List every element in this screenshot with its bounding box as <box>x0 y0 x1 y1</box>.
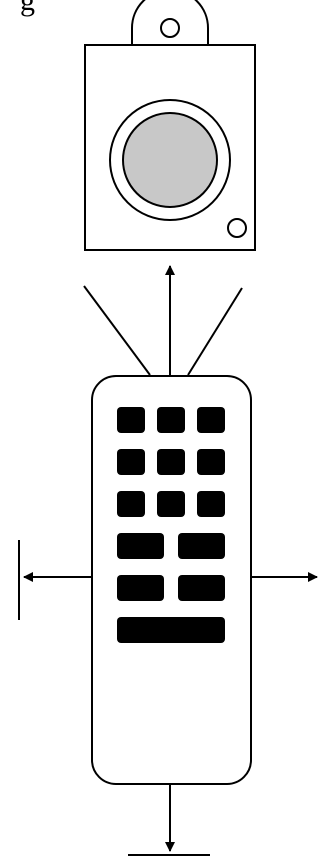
remote-control <box>91 375 252 785</box>
remote-wide-key <box>117 617 225 643</box>
remote-key <box>178 575 225 601</box>
remote-key <box>117 449 145 475</box>
remote-key <box>197 491 225 517</box>
remote-key <box>197 449 225 475</box>
ir-signal-lines <box>83 265 243 376</box>
signal-line-right <box>187 287 243 376</box>
remote-key <box>117 575 164 601</box>
remote-key <box>197 407 225 433</box>
signal-line-left <box>83 285 151 376</box>
top-text-fragment: g <box>20 0 35 17</box>
remote-key <box>117 407 145 433</box>
barriers <box>18 540 210 856</box>
remote-key <box>157 449 185 475</box>
remote-key <box>117 533 164 559</box>
remote-keypad <box>117 407 225 643</box>
remote-body <box>91 375 252 785</box>
camera-unit <box>84 0 256 251</box>
remote-key <box>157 407 185 433</box>
camera-loop-hole <box>160 18 180 38</box>
remote-key <box>157 491 185 517</box>
remote-key <box>117 491 145 517</box>
indicator-light <box>227 218 247 238</box>
arrows <box>23 572 318 852</box>
lens-glass <box>122 112 218 208</box>
remote-key <box>178 533 225 559</box>
